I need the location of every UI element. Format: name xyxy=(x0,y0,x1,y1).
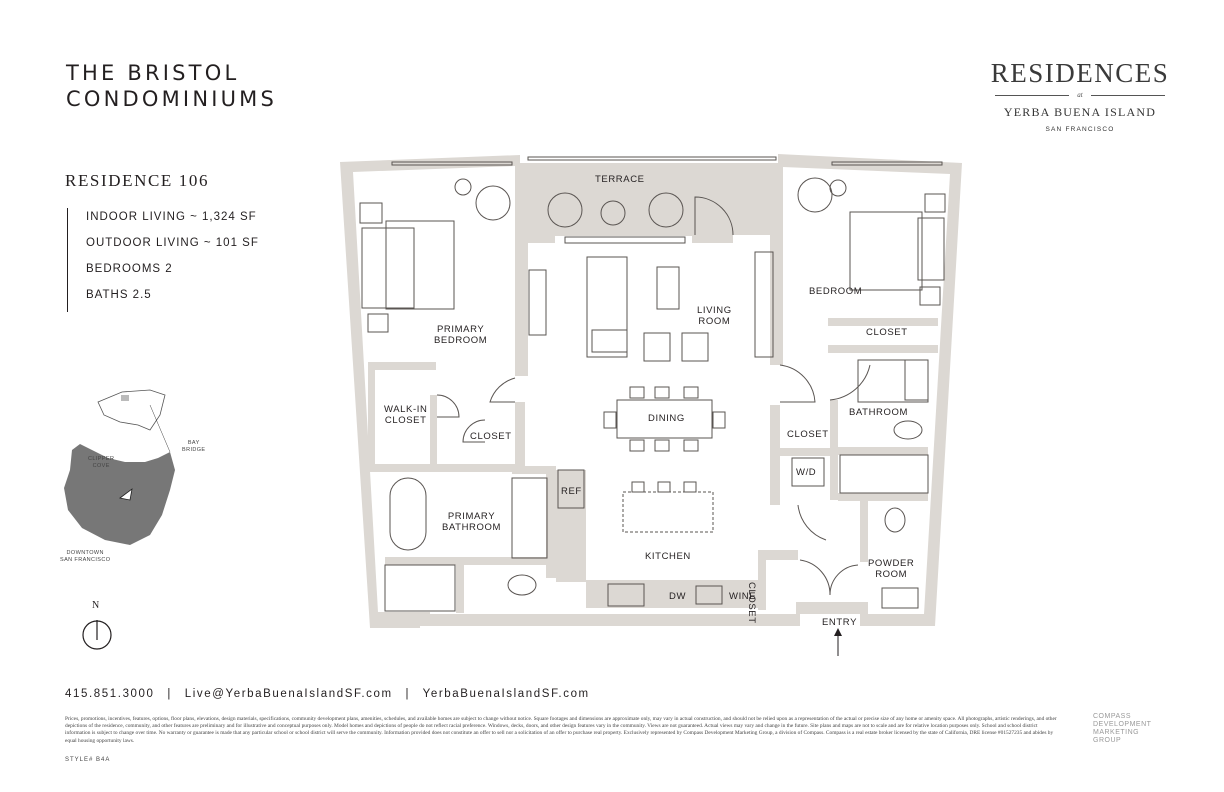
furniture xyxy=(359,156,946,612)
entry-closet-label: CLOSET xyxy=(746,582,757,624)
email-link[interactable]: Live@YerbaBuenaIslandSF.com xyxy=(184,688,393,700)
brand-name: RESIDENCES xyxy=(990,58,1170,88)
building-title: THE BRISTOL CONDOMINIUMS xyxy=(66,60,277,112)
residence-name: RESIDENCE 106 xyxy=(65,171,210,190)
refrigerator-label: REF xyxy=(561,486,582,497)
living-room-label: LIVING ROOM xyxy=(697,305,732,327)
clipper-cove-label: CLIPPER COVE xyxy=(88,456,115,469)
walkin-closet-label: WALK-IN CLOSET xyxy=(384,404,428,426)
brand-city: SAN FRANCISCO xyxy=(1045,126,1115,133)
brand-at: at xyxy=(1077,91,1083,99)
compass-logo: COMPASS DEVELOPMENT MARKETING GROUP xyxy=(1093,713,1152,744)
primary-bathroom-label: PRIMARY BATHROOM xyxy=(442,511,501,533)
dishwasher-label: DW xyxy=(669,591,687,602)
primary-closet-label: CLOSET xyxy=(470,431,512,442)
powder-room-label: POWDER ROOM xyxy=(868,558,915,580)
brand-rule-left xyxy=(995,94,1070,96)
spec-bedrooms: BEDROOMS 2 xyxy=(86,263,173,275)
bathroom-label: BATHROOM xyxy=(849,407,908,418)
north-label: N xyxy=(92,600,100,611)
entry-arrow xyxy=(834,628,842,656)
bedroom-closet-label: CLOSET xyxy=(866,327,908,338)
brand-location: YERBA BUENA ISLAND xyxy=(1003,105,1157,119)
bay-bridge-label: BAY BRIDGE xyxy=(182,440,206,453)
dining-label: DINING xyxy=(648,413,685,424)
contact-line: 415.851.3000 | Live@YerbaBuenaIslandSF.c… xyxy=(65,688,590,700)
contact-separator: | xyxy=(405,688,411,700)
website-link[interactable]: YerbaBuenaIslandSF.com xyxy=(422,688,590,700)
title-line-2: CONDOMINIUMS xyxy=(66,87,278,111)
brand-rule-right xyxy=(1090,94,1165,96)
spec-outdoor: OUTDOOR LIVING ~ 101 SF xyxy=(86,237,259,249)
brand-logo: RESIDENCES at YERBA BUENA ISLAND SAN FRA… xyxy=(985,58,1175,133)
phone-number[interactable]: 415.851.3000 xyxy=(65,688,155,700)
entry-label: ENTRY xyxy=(822,617,858,628)
spec-indoor: INDOOR LIVING ~ 1,324 SF xyxy=(86,211,257,223)
washer-dryer-label: W/D xyxy=(796,467,817,478)
contact-separator: | xyxy=(167,688,172,700)
residence-specs: INDOOR LIVING ~ 1,324 SF OUTDOOR LIVING … xyxy=(67,208,259,312)
downtown-sf-label: DOWNTOWN SAN FRANCISCO xyxy=(60,550,111,563)
legal-disclaimer: Prices, promotions, incentives, features… xyxy=(65,716,1057,744)
terrace-label: TERRACE xyxy=(595,174,645,185)
wine-label: WINE xyxy=(729,591,757,602)
style-number: STYLE# B4A xyxy=(65,757,111,763)
kitchen-label: KITCHEN xyxy=(645,551,691,562)
primary-bedroom-label: PRIMARY BEDROOM xyxy=(434,324,488,346)
spec-baths: BATHS 2.5 xyxy=(86,289,152,301)
bedroom-label: BEDROOM xyxy=(809,286,863,297)
hall-closet-label: CLOSET xyxy=(787,429,829,440)
title-line-1: THE BRISTOL xyxy=(66,61,240,85)
location-map xyxy=(64,389,175,650)
floor-plan-walls xyxy=(340,154,962,628)
